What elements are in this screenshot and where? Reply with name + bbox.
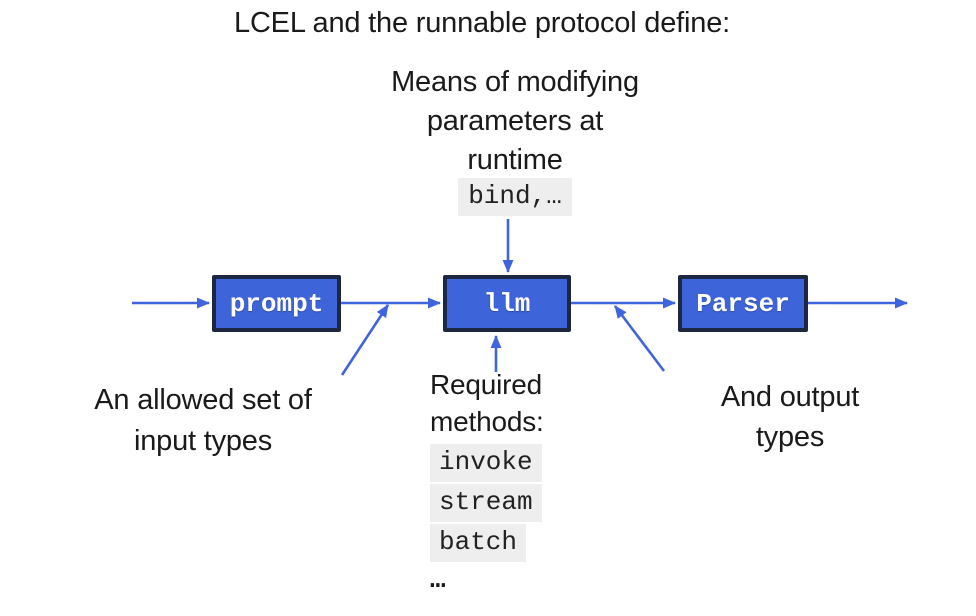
node-parser: Parser	[678, 275, 808, 332]
arrow-input-types-callout	[340, 304, 390, 376]
code-chip-batch: batch	[430, 524, 527, 562]
code-chip-invoke: invoke	[430, 444, 542, 482]
annotation-output-types: And output types	[720, 381, 860, 453]
annotation-modify-params: Means of modifying parameters at runtime	[391, 66, 639, 176]
node-parser-label: Parser	[696, 288, 790, 319]
page-title: LCEL and the runnable protocol define:	[234, 7, 730, 39]
arrow-output-types-callout	[613, 305, 666, 372]
annotation-input-types: An allowed set of input types	[94, 384, 312, 457]
annotation-required-methods: Required methods: invoke stream batch …	[430, 366, 544, 595]
required-methods-list: invoke stream batch	[430, 444, 542, 562]
node-llm: llm	[443, 275, 571, 332]
required-methods-ellipsis: …	[430, 565, 446, 595]
code-chip-stream: stream	[430, 484, 542, 522]
node-llm-label: llm	[483, 288, 531, 319]
node-prompt-label: prompt	[229, 288, 324, 319]
required-methods-heading: Required methods:	[430, 369, 544, 437]
node-prompt: prompt	[212, 275, 341, 332]
bind-code-row: bind,…	[315, 178, 715, 216]
code-chip-bind: bind,…	[458, 178, 572, 216]
